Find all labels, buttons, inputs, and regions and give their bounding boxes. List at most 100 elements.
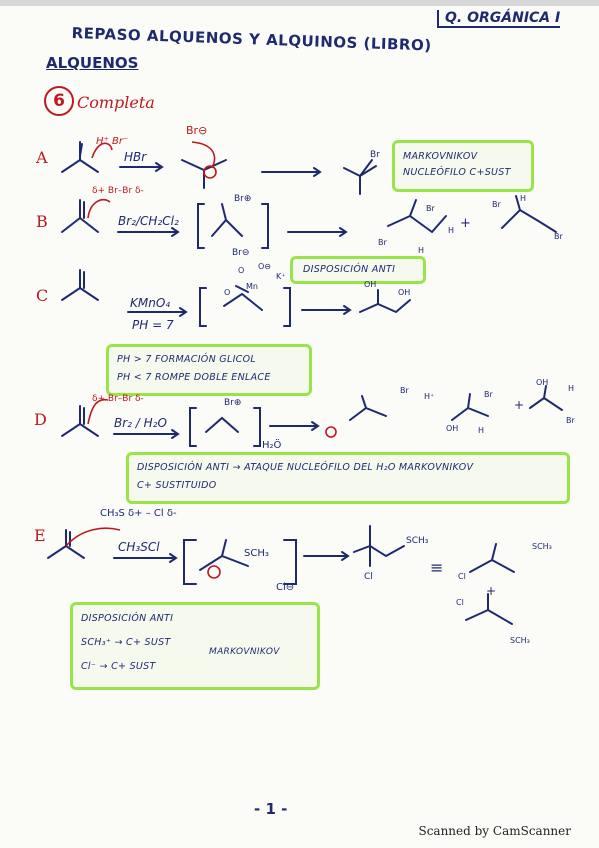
reagent-b-partials: δ+ Br–Br δ- bbox=[92, 186, 144, 196]
reagent-a: HBr bbox=[124, 150, 147, 164]
counter-ion-e: Cl⊖ bbox=[276, 582, 295, 593]
arrow-d bbox=[113, 429, 180, 439]
product-e-sub-2: Cl bbox=[458, 572, 466, 581]
arrow-d2 bbox=[269, 421, 320, 431]
product-e3 bbox=[465, 593, 513, 625]
alkene-e bbox=[47, 529, 85, 559]
product-b-sub-6: H bbox=[520, 194, 527, 203]
mn-label-4: O⊖ bbox=[258, 262, 271, 271]
product-b-sub-1: Br bbox=[426, 204, 435, 213]
note-c-line-2: PH < 7 ROMPE DOBLE ENLACE bbox=[117, 372, 271, 383]
plus-e: + bbox=[486, 584, 497, 598]
arrow-c bbox=[127, 307, 188, 317]
product-b-sub-4: H bbox=[418, 246, 425, 255]
exercise-number: 6 bbox=[44, 86, 74, 116]
arrow-e bbox=[113, 553, 178, 563]
subject-tag: Q. ORGÁNICA I bbox=[437, 10, 561, 28]
mn-label-2: Mn bbox=[246, 282, 258, 291]
reaction-d-label: D bbox=[34, 410, 47, 429]
carbocation-charge-e bbox=[207, 565, 221, 579]
page-number: - 1 - bbox=[254, 800, 288, 818]
product-d1 bbox=[349, 395, 387, 421]
note-d-line-2: C+ SUSTITUIDO bbox=[137, 480, 217, 491]
note-e-line-2: SCH₃⁺ → C+ SUST bbox=[81, 637, 171, 648]
curved-arrow-a2 bbox=[191, 141, 216, 169]
product-c-oh-2: OH bbox=[398, 288, 411, 297]
reaction-b-label: B bbox=[36, 212, 48, 231]
curved-arrow-b bbox=[87, 198, 111, 219]
note-d-box: DISPOSICIÓN ANTI → ATAQUE NUCLEÓFILO DEL… bbox=[126, 452, 570, 504]
bromonium-d: Br⊕ bbox=[224, 398, 242, 408]
reaction-e-label: E bbox=[34, 526, 46, 545]
section-heading: ALQUENOS bbox=[46, 54, 139, 72]
arrow-a bbox=[119, 162, 164, 172]
product-e1 bbox=[353, 525, 405, 567]
product-b-sub-5: Br bbox=[492, 200, 501, 209]
reagent-d-partials: δ+ Br–Br δ- bbox=[92, 394, 144, 404]
note-c-line-1: PH > 7 FORMACIÓN GLICOL bbox=[117, 354, 256, 365]
arrow-b2 bbox=[287, 227, 348, 237]
note-a-line-2: NUCLEÓFILO C+SUST bbox=[403, 167, 511, 178]
nucleophile-d: H₂Ö bbox=[262, 440, 282, 451]
product-d-sub-4: OH bbox=[446, 424, 459, 433]
curved-arrow-e bbox=[65, 527, 121, 547]
product-b-sub-7: Br bbox=[554, 232, 563, 241]
product-d3 bbox=[529, 385, 563, 411]
bromonium-b bbox=[211, 203, 243, 237]
product-e-sub-1: SCH₃ bbox=[532, 542, 552, 551]
curved-arrow-a bbox=[91, 142, 113, 159]
product-c-oh-1: OH bbox=[364, 280, 377, 289]
mn-label-1: O bbox=[224, 288, 231, 297]
bromonium-d bbox=[205, 416, 239, 433]
alkene-a bbox=[61, 141, 99, 173]
reagent-e: CH₃SCl bbox=[118, 540, 160, 554]
product-d-sub-7: H bbox=[568, 384, 575, 393]
product-b-sub-3: Br bbox=[378, 238, 387, 247]
product-d2 bbox=[451, 393, 489, 421]
note-e-side: MARKOVNIKOV bbox=[209, 647, 280, 657]
product-e-sub-4: SCH₃ bbox=[510, 636, 530, 645]
arrow-a2 bbox=[261, 167, 322, 177]
reagent-c-condition: PH = 7 bbox=[132, 318, 174, 332]
note-e-line-3: Cl⁻ → C+ SUST bbox=[81, 661, 156, 672]
reagent-c: KMnO₄ bbox=[130, 296, 171, 310]
product-d-sub-3: Br bbox=[484, 390, 493, 399]
note-e-line-1: DISPOSICIÓN ANTI bbox=[81, 613, 174, 624]
note-e-box: DISPOSICIÓN ANTI SCH₃⁺ → C+ SUST Cl⁻ → C… bbox=[70, 602, 320, 690]
scanner-watermark: Scanned by CamScanner bbox=[418, 824, 571, 838]
plus-d: + bbox=[514, 398, 525, 412]
alkene-d bbox=[61, 405, 99, 437]
product-a-substituent: Br bbox=[370, 150, 380, 160]
arrow-c2 bbox=[301, 305, 352, 315]
reagent-e-partials: CH₃S δ+ – Cl δ- bbox=[100, 508, 177, 519]
alkene-b bbox=[61, 199, 99, 233]
exercise-label: Completa bbox=[77, 93, 155, 112]
reagent-d: Br₂ / H₂O bbox=[114, 416, 167, 430]
bromonium-b: Br⊕ bbox=[234, 194, 252, 204]
alkene-c bbox=[61, 269, 99, 301]
product-e2 bbox=[469, 543, 515, 573]
product-b2 bbox=[501, 195, 557, 233]
note-d-line-1: DISPOSICIÓN ANTI → ATAQUE NUCLEÓFILO DEL… bbox=[137, 462, 474, 473]
note-b-line-1: DISPOSICIÓN ANTI bbox=[303, 264, 396, 275]
arrow-b bbox=[117, 227, 180, 237]
product-b1 bbox=[387, 199, 447, 233]
bracket-b bbox=[197, 203, 269, 249]
plus-b: + bbox=[460, 216, 471, 231]
curved-arrow-d bbox=[87, 398, 109, 425]
sulfonium-e: SCH₃ bbox=[244, 548, 269, 559]
note-a-line-1: MARKOVNIKOV bbox=[403, 151, 478, 162]
carbocation-charge-a bbox=[203, 165, 217, 179]
note-c-box: PH > 7 FORMACIÓN GLICOL PH < 7 ROMPE DOB… bbox=[106, 344, 312, 396]
equivalence-e: ≡ bbox=[430, 558, 444, 577]
counter-ion-b: Br⊖ bbox=[232, 248, 250, 258]
product-a bbox=[343, 159, 377, 195]
product-b-sub-2: H bbox=[448, 226, 455, 235]
scan-edge bbox=[0, 0, 599, 6]
note-a-box: MARKOVNIKOV NUCLEÓFILO C+SUST bbox=[392, 140, 534, 192]
manganate-c bbox=[223, 285, 263, 311]
bracket-e bbox=[183, 539, 297, 585]
product-d-sub-6: OH bbox=[536, 378, 549, 387]
